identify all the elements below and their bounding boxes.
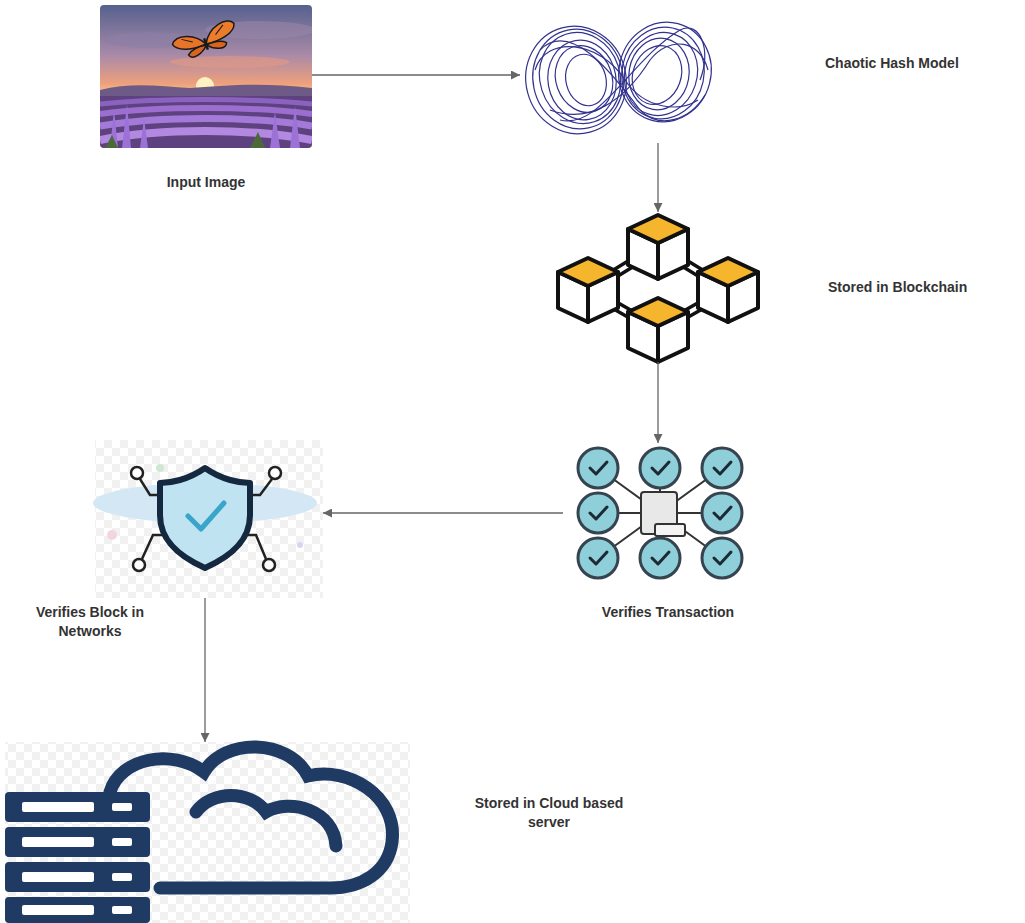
flow-arrow xyxy=(312,74,520,75)
step-label: Verifies Transaction xyxy=(568,603,768,622)
step-label: Input Image xyxy=(100,173,312,192)
attractor-illustration xyxy=(514,12,723,145)
transaction-illustration xyxy=(578,448,742,578)
photo-illustration xyxy=(100,5,312,148)
process-step: Stored in Blockchain xyxy=(550,212,765,362)
shield-illustration xyxy=(93,440,323,598)
flow-arrow xyxy=(657,362,658,443)
step-label: Verifies Block in Networks xyxy=(5,603,175,641)
step-label: Chaotic Hash Model xyxy=(825,54,1000,73)
blockchain-illustration xyxy=(558,215,758,362)
cloud-server-illustration xyxy=(5,742,410,923)
step-label: Stored in Cloud based server xyxy=(460,794,638,832)
process-step: Verifies Transaction xyxy=(563,443,758,583)
flow-arrow xyxy=(204,598,205,742)
process-step: Verifies Block in Networks xyxy=(95,440,323,598)
process-step: Input Image xyxy=(100,5,312,148)
flow-arrow xyxy=(323,512,563,513)
process-step: Chaotic Hash Model xyxy=(520,18,715,143)
process-step: Stored in Cloud based server xyxy=(5,742,410,923)
flow-arrow xyxy=(657,143,658,212)
step-label: Stored in Blockchain xyxy=(828,278,1013,297)
